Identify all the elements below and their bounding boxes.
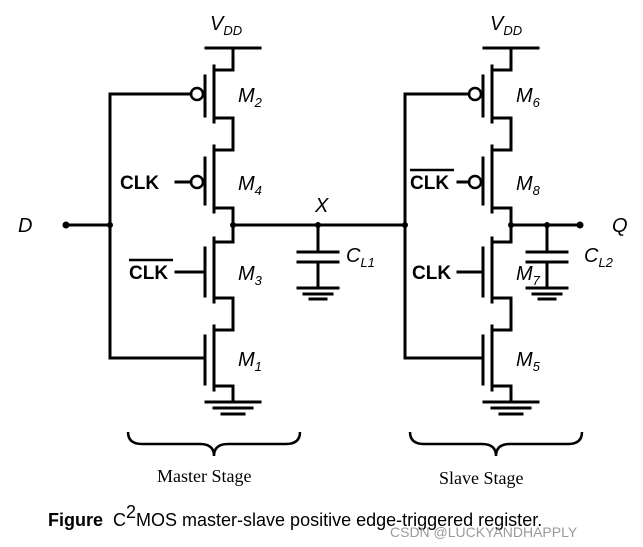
watermark: CSDN @LUCKYANDHAPPLY [390,524,578,540]
ground-master [204,400,262,416]
vdd-right-label: VDD [490,13,522,38]
capacitor-cl1 [296,223,340,301]
transistor-m2 [189,64,235,124]
transistor-m1 [203,324,235,392]
clkbar-label-m8: CLK [410,173,449,194]
transistor-m7 [456,236,513,304]
m2-label: M2 [238,85,263,110]
m7-label: M7 [516,263,541,288]
input-d-label: D [18,215,32,237]
cl2-label: CL2 [584,245,614,270]
capacitor-cl2 [525,223,569,301]
output-q-terminal [576,221,584,229]
m4-label: M4 [238,173,262,198]
node-x-label: X [314,195,329,217]
clk-label-m4: CLK [120,173,159,194]
slave-stage-circuit [402,46,584,416]
output-q-label: Q [612,215,628,237]
slave-stage-label: Slave Stage [439,468,523,488]
master-stage-label: Master Stage [157,466,251,486]
transistor-m8 [456,144,513,214]
transistor-m5 [481,324,513,392]
transistor-m4 [174,144,235,214]
m1-label: M1 [238,349,262,374]
m5-label: M5 [516,349,541,374]
m6-label: M6 [516,85,541,110]
master-stage-brace [126,431,302,457]
master-stage-circuit [62,46,407,416]
transistor-m6 [467,64,513,124]
clk-label-m7: CLK [412,263,451,284]
slave-stage-brace [408,431,584,457]
m8-label: M8 [516,173,541,198]
cl1-label: CL1 [346,245,375,270]
transistor-m3 [174,236,235,304]
vdd-left-label: VDD [210,13,242,38]
m3-label: M3 [238,263,263,288]
clkbar-label-m3: CLK [129,263,168,284]
ground-slave [482,400,540,416]
